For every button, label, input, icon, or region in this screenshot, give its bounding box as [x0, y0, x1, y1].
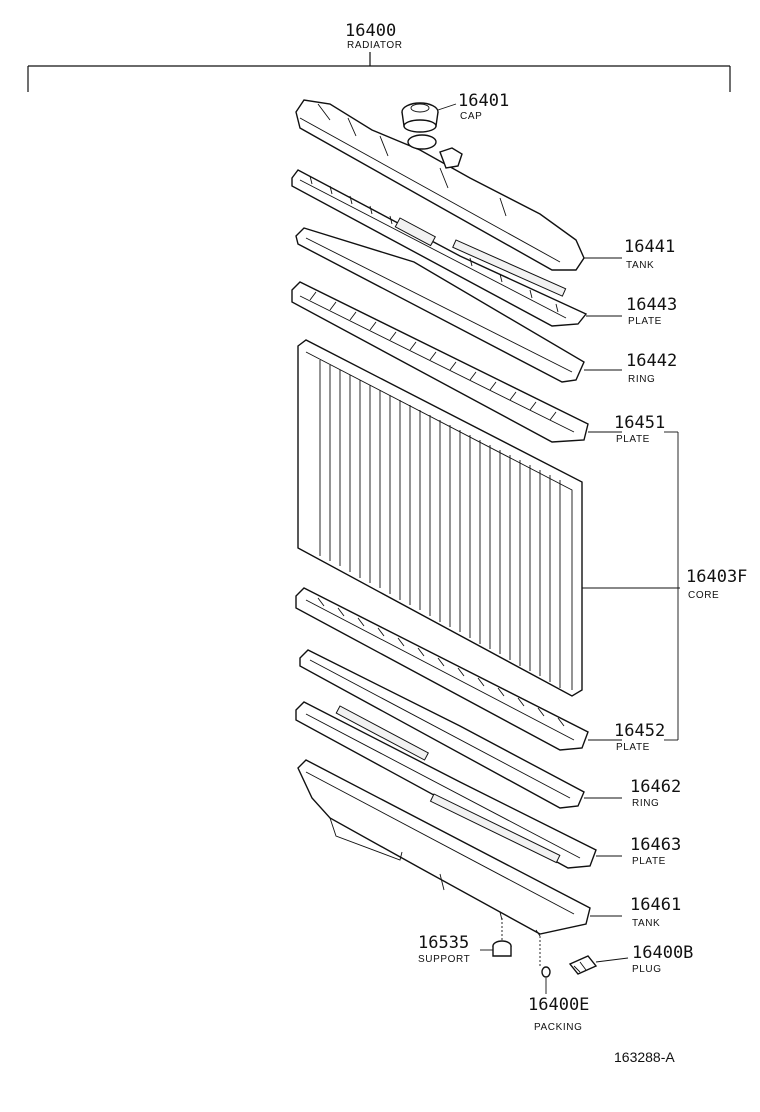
lower-tank-drawing — [297, 759, 591, 937]
upper-tank-drawing — [295, 99, 585, 271]
upper-tank-name: TANK — [626, 260, 654, 271]
core-drawing — [297, 339, 583, 697]
lower-ring-name: RING — [632, 798, 659, 809]
support-number: 16535 — [418, 933, 469, 953]
lower-plate-name: PLATE — [632, 856, 666, 867]
assembly-number: 16400 — [345, 21, 396, 41]
lower-tank-name: TANK — [632, 918, 660, 929]
core-upper-plate-name: PLATE — [616, 434, 650, 445]
upper-ring-drawing — [295, 227, 585, 383]
upper-ring-name: RING — [628, 374, 655, 385]
assembly-name: RADIATOR — [347, 40, 403, 51]
lower-plate-number: 16463 — [630, 835, 681, 855]
upper-ring-number: 16442 — [626, 351, 677, 371]
core-lower-plate-number: 16452 — [614, 721, 665, 741]
lower-tank-number: 16461 — [630, 895, 681, 915]
upper-plate-drawing — [291, 169, 588, 327]
core-name: CORE — [688, 590, 719, 601]
upper-tank-number: 16441 — [624, 237, 675, 257]
upper-plate-number: 16443 — [626, 295, 677, 315]
core-number: 16403F — [686, 567, 747, 587]
core-upper-plate-number: 16451 — [614, 413, 665, 433]
support-drawing — [492, 918, 512, 957]
packing-drawing — [539, 936, 551, 994]
packing-number: 16400E — [528, 995, 589, 1015]
diagram-reference-number: 163288-A — [614, 1049, 675, 1065]
plug-leader — [595, 957, 629, 963]
core-upper-plate-drawing — [291, 281, 589, 443]
core-bracket — [664, 431, 679, 741]
plug-number: 16400B — [632, 943, 693, 963]
lower-ring-drawing — [299, 649, 585, 809]
plug-name: PLUG — [632, 964, 662, 975]
lower-ring-number: 16462 — [630, 777, 681, 797]
cap-leader — [437, 103, 457, 111]
cap-number: 16401 — [458, 91, 509, 111]
core-lower-plate-drawing — [295, 587, 589, 751]
upper-plate-name: PLATE — [628, 316, 662, 327]
lower-plate-drawing — [295, 701, 597, 869]
plug-drawing — [568, 955, 598, 975]
assembly-bracket — [27, 52, 731, 92]
support-name: SUPPORT — [418, 954, 470, 965]
core-lower-plate-name: PLATE — [616, 742, 650, 753]
packing-name: PACKING — [534, 1022, 582, 1033]
cap-name: CAP — [460, 111, 482, 122]
radiator-cap-drawing — [401, 102, 439, 133]
